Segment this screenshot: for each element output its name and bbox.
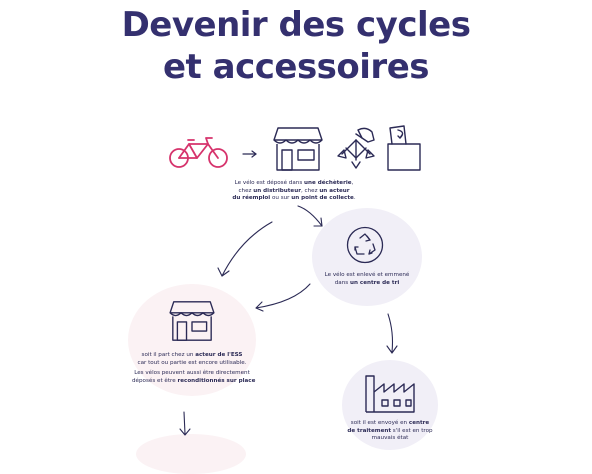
deposit-b5: un point de collecte — [291, 195, 354, 202]
arrow-right-icon — [242, 150, 257, 158]
arrow-ess-down — [179, 411, 191, 436]
ess-b2: reconditionnés sur place — [177, 377, 256, 384]
title-line-2: et accessoires — [162, 47, 430, 87]
deposit-p5: ou sur — [270, 195, 292, 202]
treatment-p2: s'il est en trop — [391, 427, 433, 434]
arrow-deposit-to-ess — [217, 221, 273, 277]
shop-icon-ess — [169, 301, 215, 341]
bin-icon — [387, 125, 421, 171]
deposit-b2: un distributeur — [253, 187, 301, 194]
treatment-text: soit il est envoyé en centre de traiteme… — [344, 420, 436, 443]
treatment-b2: de traitement — [347, 427, 392, 434]
sorting-p1: Le vélo est enlevé et emmené — [324, 272, 410, 278]
deposit-p6: . — [353, 195, 356, 202]
recycle-icon — [346, 226, 384, 264]
deposit-b3: un acteur — [319, 187, 350, 194]
treatment-p1: soit il est envoyé en — [350, 420, 409, 426]
sorting-p2: dans — [334, 279, 350, 286]
sorting-text: Le vélo est enlevé et emmené dans un cen… — [318, 272, 416, 287]
treatment-blob — [342, 360, 438, 450]
ess-p4: déposés et être — [132, 377, 178, 384]
ess-p3: Les vélos peuvent aussi être directement — [134, 370, 250, 377]
deposit-b1: une déchèterie — [304, 180, 352, 186]
ess-text: soit il part chez un acteur de l'ESS car… — [132, 352, 256, 385]
next-step-blob — [136, 434, 246, 474]
deposit-text: Le vélo est déposé dans une déchèterie, … — [222, 180, 366, 203]
deposit-p4: , chez — [300, 187, 320, 194]
arrow-sorting-to-ess — [255, 283, 311, 312]
deposit-p2: , — [351, 180, 354, 186]
sorting-blob — [312, 208, 422, 306]
deposit-b4: du réemploi — [232, 195, 271, 202]
arrow-sorting-to-treatment — [386, 313, 398, 354]
factory-icon — [365, 375, 415, 413]
treatment-p3: mauvais état — [371, 435, 409, 442]
sorting-b1: un centre de tri — [349, 279, 400, 286]
deposit-p3: chez — [238, 187, 254, 194]
page-title: Devenir des cycles et accessoires — [0, 4, 592, 88]
ess-p1: soit il part chez un — [141, 352, 196, 358]
shop-icon — [273, 127, 323, 171]
ess-b1: acteur de l'ESS — [195, 352, 243, 358]
title-line-1: Devenir des cycles — [121, 5, 471, 45]
bicycle-icon — [169, 137, 228, 168]
hand-drop-icon — [337, 127, 375, 169]
arrow-deposit-to-sorting — [297, 205, 323, 227]
treatment-b1: centre — [408, 420, 430, 426]
ess-p2: car tout ou partie est encore utilisable… — [137, 359, 247, 366]
deposit-p1: Le vélo est déposé dans — [234, 180, 305, 186]
